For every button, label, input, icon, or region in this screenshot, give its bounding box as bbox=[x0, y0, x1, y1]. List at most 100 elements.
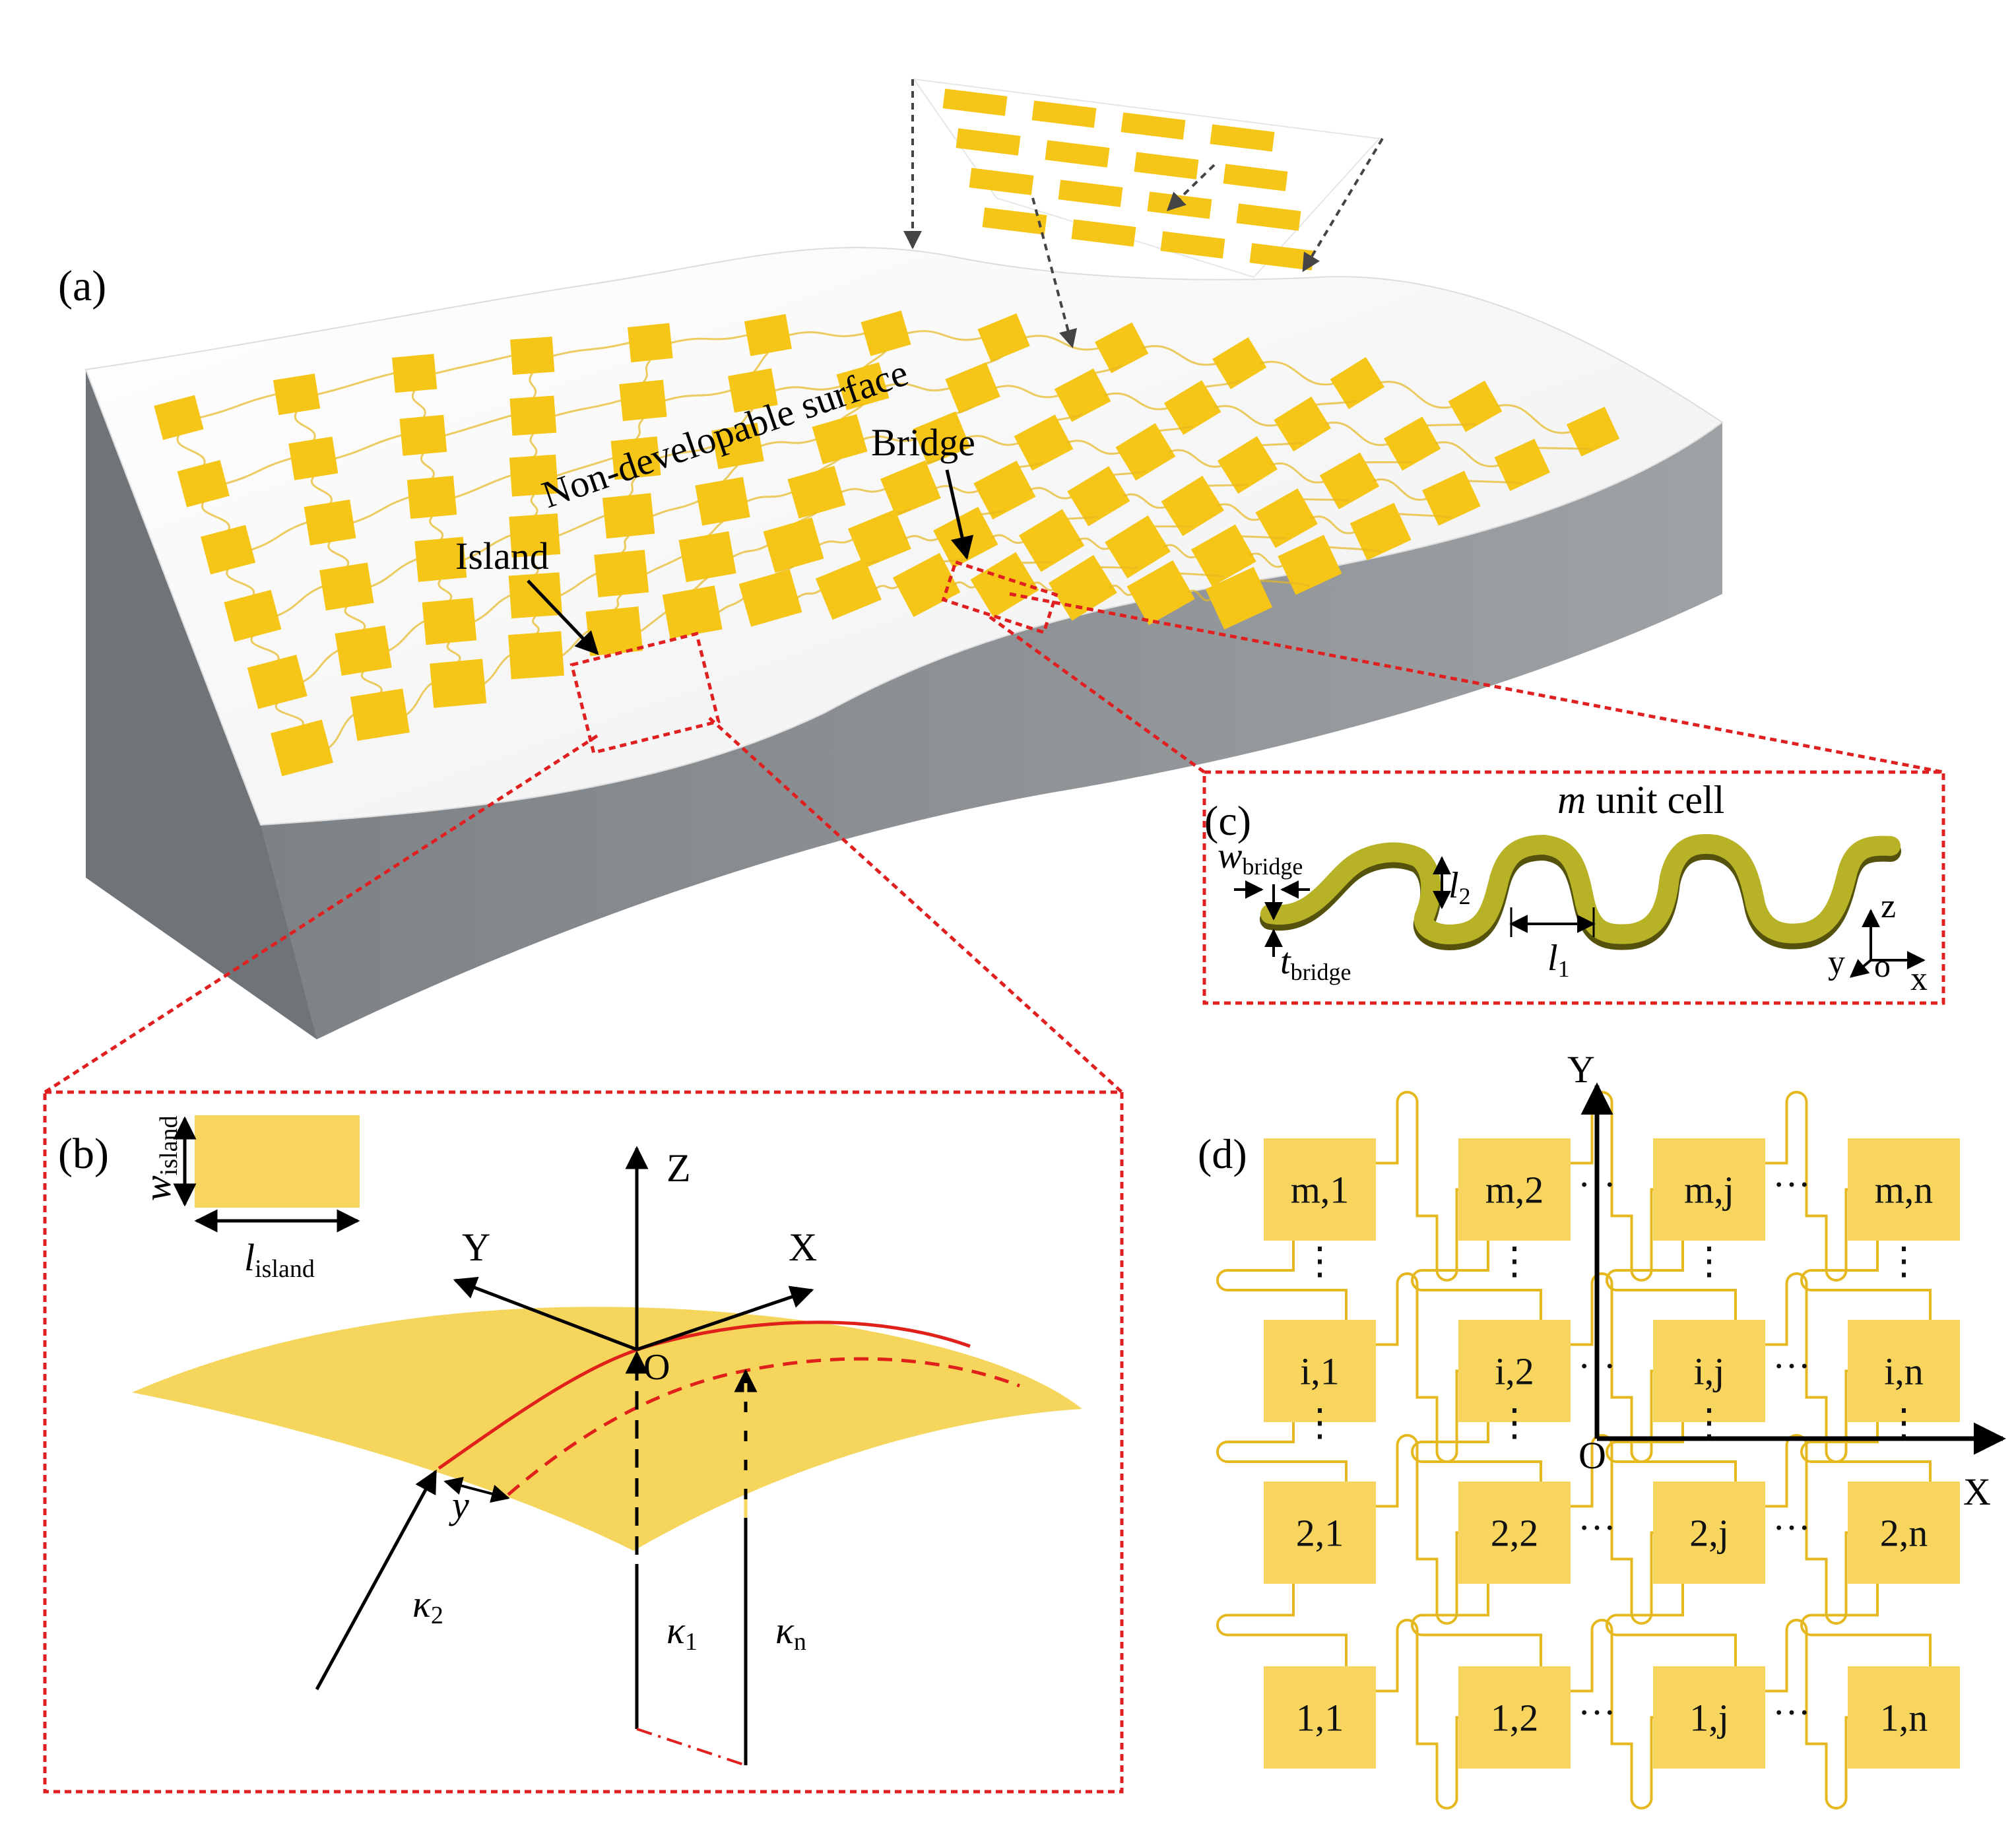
surface-bridge bbox=[388, 620, 425, 652]
island-label: Island bbox=[455, 535, 549, 577]
surface-bridge bbox=[642, 360, 651, 384]
surface-bridge bbox=[732, 544, 769, 558]
x-axis bbox=[636, 1286, 814, 1352]
array-island bbox=[1848, 1138, 1960, 1241]
array-bridge-v bbox=[1800, 1584, 1932, 1666]
surface-bridge bbox=[670, 334, 748, 344]
surface-island bbox=[973, 461, 1036, 520]
surface-island bbox=[585, 606, 643, 657]
surface-bridge bbox=[1270, 462, 1327, 484]
surface-bridge bbox=[652, 500, 699, 517]
surface-bridge bbox=[991, 534, 1027, 544]
surface-bridge bbox=[435, 354, 512, 375]
surface-island bbox=[913, 411, 971, 465]
array-bridge-h bbox=[1765, 1091, 1848, 1282]
surface-bridge bbox=[446, 641, 461, 663]
surface-island bbox=[224, 589, 282, 642]
row-ellipsis: ··· bbox=[1578, 1507, 1616, 1549]
c-y-axis bbox=[1849, 959, 1872, 978]
zoom-leader-lines bbox=[44, 592, 1944, 1094]
surface-bridge bbox=[613, 594, 622, 611]
row-ellipsis: ··· bbox=[1772, 1691, 1811, 1734]
surface-island bbox=[594, 550, 649, 598]
surface-island bbox=[1274, 396, 1331, 452]
panel-b-label: (b) bbox=[58, 1130, 109, 1178]
array-island bbox=[1848, 1666, 1960, 1769]
surface-island bbox=[977, 313, 1030, 362]
surface-island bbox=[392, 354, 438, 393]
column-vdots: ⋮ bbox=[1495, 1239, 1534, 1282]
array-bridge-v bbox=[1800, 1422, 1932, 1482]
surface-island bbox=[1067, 466, 1130, 527]
surface-bridge bbox=[420, 453, 435, 480]
array-island bbox=[1458, 1482, 1571, 1584]
detached-island-sheet bbox=[912, 78, 1381, 278]
surface-bridge bbox=[445, 414, 511, 437]
surface-island bbox=[201, 525, 256, 575]
surface-island bbox=[763, 517, 824, 573]
surface-island bbox=[1018, 509, 1085, 572]
array-bridge-v bbox=[1606, 1241, 1737, 1320]
surface-bridge bbox=[874, 584, 901, 590]
surface-island bbox=[711, 422, 764, 469]
kappan-label: κn bbox=[775, 1609, 806, 1656]
array-bridge-v bbox=[1606, 1422, 1737, 1482]
surface-bridge bbox=[722, 465, 739, 483]
bridge-pointer-arrow bbox=[945, 469, 974, 560]
surface-bridge bbox=[796, 588, 823, 599]
surface-island bbox=[662, 585, 723, 639]
surface-bridge bbox=[465, 535, 511, 561]
surface-bridge bbox=[276, 585, 323, 617]
surface-island bbox=[815, 558, 882, 620]
panel-c-title: m unit cell bbox=[1557, 778, 1724, 822]
surface-island bbox=[319, 562, 374, 611]
surface-bridge bbox=[659, 445, 715, 459]
array-island-label: 1,n bbox=[1880, 1697, 1928, 1740]
island-pointer-arrow bbox=[527, 579, 599, 655]
surface-bridge bbox=[411, 390, 426, 418]
surface-bridge bbox=[250, 635, 280, 663]
axis-y-label: Y bbox=[462, 1225, 490, 1269]
surface-bridge bbox=[554, 399, 622, 417]
surface-island bbox=[744, 313, 792, 356]
array-island-label: 2,n bbox=[1880, 1512, 1928, 1555]
row-ellipsis: ··· bbox=[1772, 1163, 1811, 1206]
island-zoom-box bbox=[569, 632, 721, 755]
surface-island bbox=[945, 362, 1000, 414]
surface-bridge bbox=[1076, 537, 1113, 550]
surface-bridge bbox=[646, 556, 683, 575]
surface-island bbox=[1161, 475, 1224, 537]
island-inset bbox=[195, 1115, 360, 1208]
panel-c: (c) m unit cell wbridge tbridge l2 l1 z … bbox=[1202, 770, 1945, 1005]
surface-bridge bbox=[665, 389, 731, 402]
surface-bridge bbox=[344, 606, 366, 631]
surface-bridge bbox=[635, 418, 644, 441]
sheet-island bbox=[1236, 203, 1301, 231]
surface-island bbox=[508, 631, 564, 680]
surface-island bbox=[678, 531, 736, 583]
surface-island bbox=[271, 719, 333, 777]
sheet-island bbox=[982, 207, 1047, 235]
substrate-side-face bbox=[261, 422, 1722, 1039]
array-island-label: 1,1 bbox=[1296, 1697, 1344, 1740]
array-island-label: 1,j bbox=[1689, 1697, 1729, 1740]
surface-bridge bbox=[275, 702, 304, 728]
placement-arrows bbox=[903, 79, 1384, 348]
island-pattern bbox=[154, 310, 1620, 777]
array-island-label: m,1 bbox=[1291, 1169, 1349, 1212]
surface-bridge bbox=[840, 487, 887, 494]
surface-island bbox=[627, 323, 673, 363]
origin-label: O bbox=[643, 1347, 670, 1388]
array-island bbox=[1264, 1138, 1376, 1241]
array-island-label: i,n bbox=[1884, 1350, 1924, 1393]
sheet-island bbox=[1223, 164, 1288, 191]
surface-island bbox=[1095, 322, 1149, 374]
surface-island bbox=[738, 569, 802, 627]
panel-a-label: (a) bbox=[58, 262, 106, 310]
c-axis-y-label: y bbox=[1828, 944, 1845, 981]
surface-bridge bbox=[294, 411, 316, 441]
surface-bridge bbox=[251, 521, 308, 551]
surface-bridge bbox=[1310, 515, 1357, 535]
sheet-island bbox=[1134, 152, 1199, 179]
